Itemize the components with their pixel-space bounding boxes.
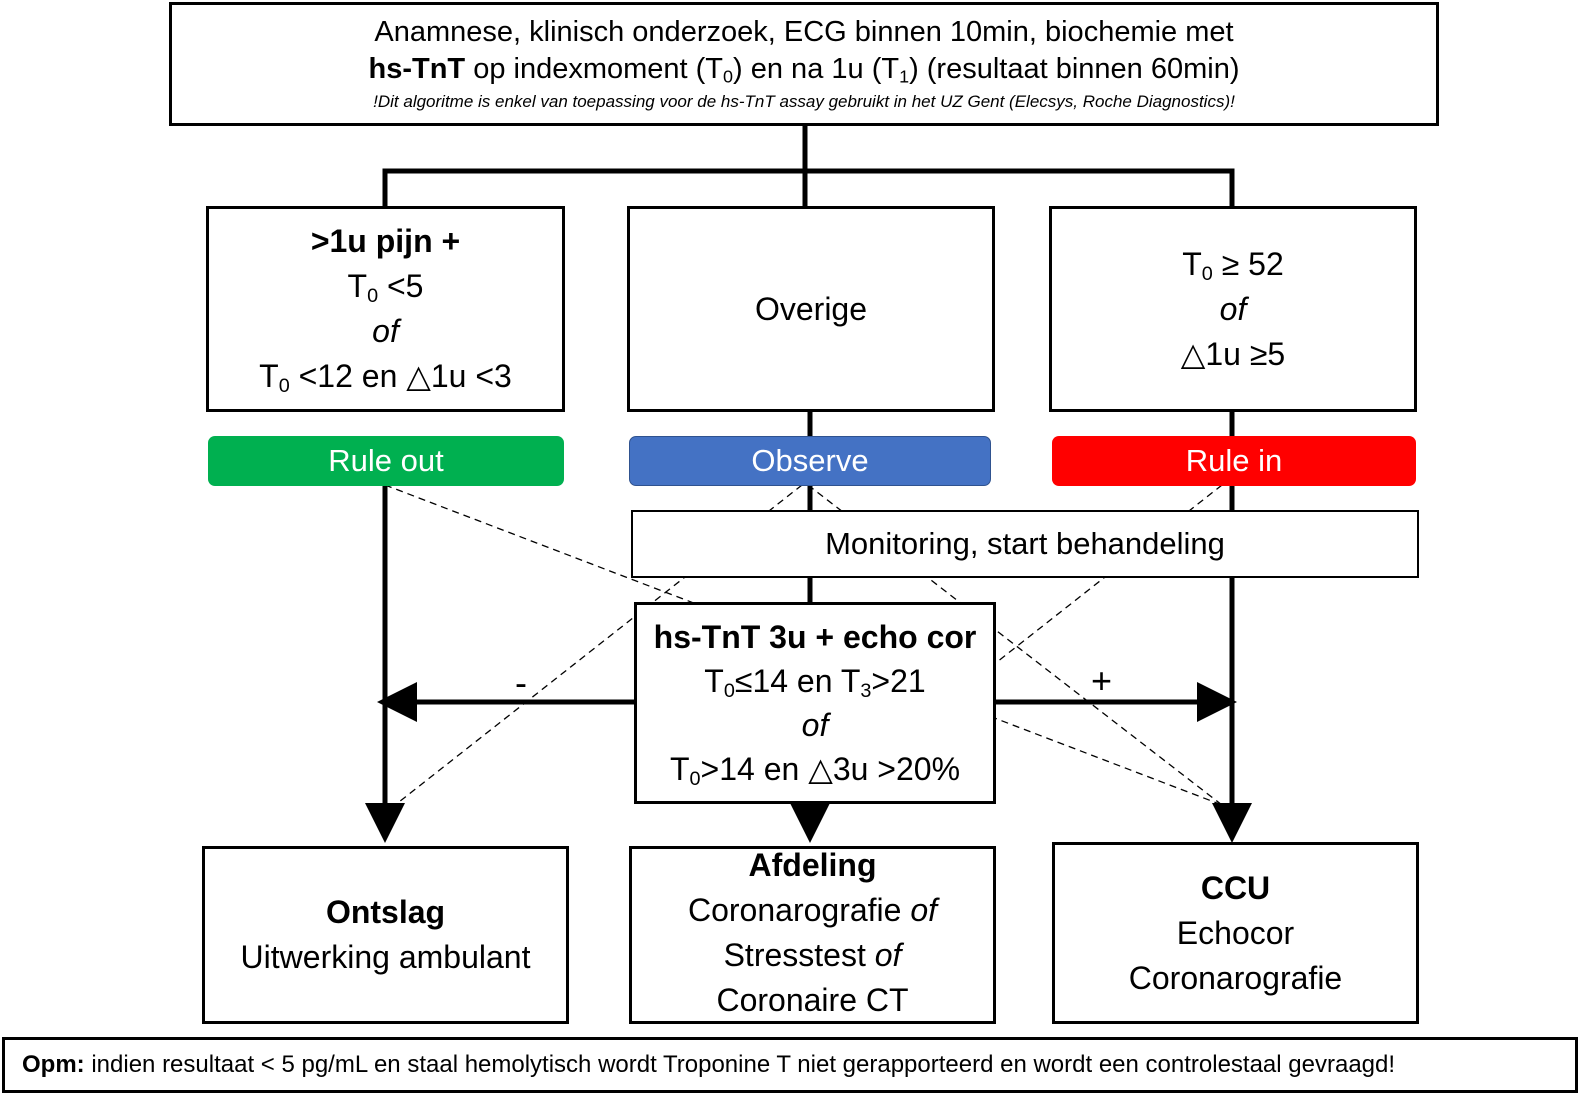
hs-tnt-3u-condition-2: T0>14 en △3u >20%: [669, 751, 961, 790]
rule-in-pill: Rule in: [1052, 436, 1416, 486]
rule-out-or: of: [372, 313, 399, 349]
observe-criteria-box: Overige: [627, 206, 995, 412]
rule-out-condition-2: T0 <12 en △1u <3: [259, 358, 512, 397]
afdeling-box: Afdeling Coronarografie of Stresstest of…: [629, 846, 996, 1024]
observe-pill: Observe: [629, 436, 991, 486]
afdeling-title: Afdeling: [748, 847, 877, 883]
ccu-line-1: Echocor: [1176, 914, 1295, 951]
hs-tnt-3u-condition-1: T0≤14 en T3>21: [704, 663, 926, 702]
ontslag-box: Ontslag Uitwerking ambulant: [202, 846, 569, 1024]
monitoring-text: Monitoring, start behandeling: [825, 526, 1225, 561]
ccu-title: CCU: [1200, 869, 1271, 906]
ontslag-text: Uitwerking ambulant: [240, 939, 531, 975]
afdeling-line-2: Stresstest of: [723, 937, 902, 973]
monitoring-box: Monitoring, start behandeling: [631, 510, 1419, 578]
hs-tnt-3u-or: of: [801, 707, 829, 743]
rule-out-title: >1u pijn +: [310, 223, 461, 259]
ccu-box: CCU Echocor Coronarografie: [1052, 842, 1419, 1024]
assay-note: !Dit algoritme is enkel van toepassing v…: [373, 92, 1235, 111]
rule-in-criteria-box: T0 ≥ 52 of △1u ≥5: [1049, 206, 1417, 412]
intake-box: Anamnese, klinisch onderzoek, ECG binnen…: [169, 2, 1439, 126]
observe-criteria-text: Overige: [754, 290, 868, 327]
arrows: [365, 485, 1252, 843]
afdeling-line-3: Coronaire CT: [716, 982, 909, 1018]
afdeling-line-1: Coronarografie of: [687, 892, 938, 928]
hs-tnt-3u-box: hs-TnT 3u + echo cor T0≤14 en T3>21 of T…: [634, 602, 996, 804]
rule-in-condition-1: T0 ≥ 52: [1182, 245, 1284, 285]
hs-tnt-3u-title: hs-TnT 3u + echo cor: [653, 619, 977, 655]
rule-in-or: of: [1219, 290, 1247, 327]
rule-out-pill: Rule out: [208, 436, 564, 486]
negative-sign: -: [515, 662, 527, 703]
top-connectors: [382, 125, 1235, 602]
intake-line-1: Anamnese, klinisch onderzoek, ECG binnen…: [374, 16, 1234, 48]
rule-out-condition-1: T0 <5: [347, 268, 424, 307]
intake-line-2: hs-TnT op indexmoment (T0) en na 1u (T1)…: [368, 53, 1240, 87]
positive-sign: +: [1091, 660, 1113, 701]
ontslag-title: Ontslag: [325, 894, 446, 930]
rule-out-criteria-box: >1u pijn + T0 <5 of T0 <12 en △1u <3: [206, 206, 565, 412]
rule-in-condition-2: △1u ≥5: [1180, 335, 1286, 372]
footer-text: Opm: indien resultaat < 5 pg/mL en staal…: [22, 1051, 1396, 1078]
footer-note: Opm: indien resultaat < 5 pg/mL en staal…: [2, 1037, 1578, 1093]
ccu-line-2: Coronarografie: [1128, 959, 1343, 996]
